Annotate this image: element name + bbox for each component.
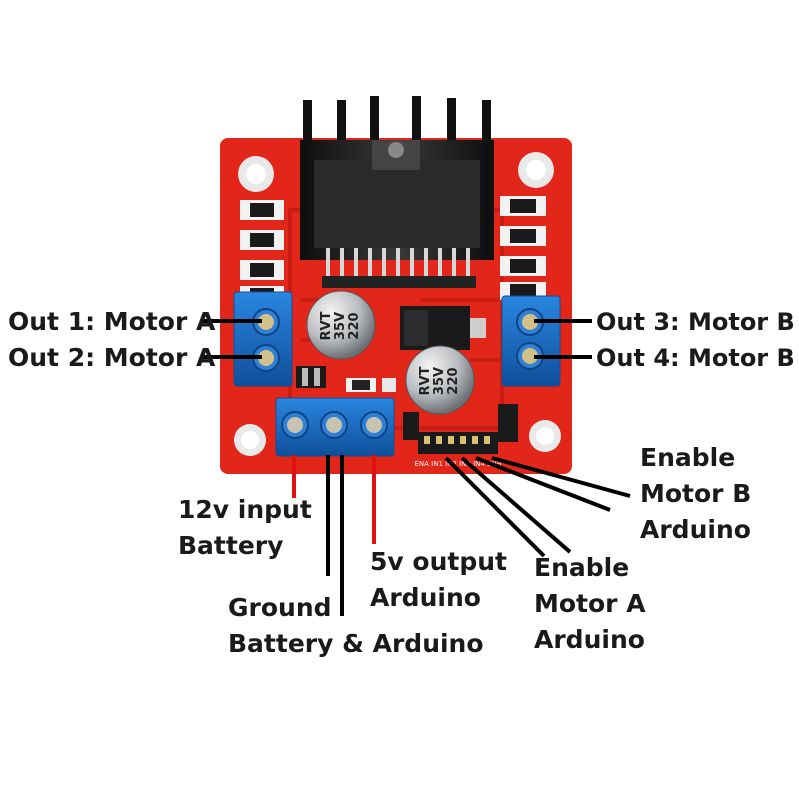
label-out2: Out 2: Motor A (8, 343, 216, 372)
heatsink (300, 96, 494, 260)
voltage-regulator (400, 306, 486, 350)
label-ground: Ground Battery & Arduino (228, 590, 484, 662)
label-12v-line-2: Battery (178, 531, 284, 560)
label-enable-b-line-3: Arduino (640, 515, 751, 544)
label-12v-input: 12v input Battery (178, 492, 312, 564)
label-12v-line-1: 12v input (178, 495, 312, 524)
leader-enable-a-2 (460, 456, 572, 554)
leader-lines (202, 319, 631, 616)
label-ground-line-2: Battery & Arduino (228, 629, 484, 658)
label-enable-a-line-1: Enable (534, 553, 630, 582)
capacitor-1-text-3: RVT (319, 311, 334, 340)
diodes-right (500, 196, 546, 300)
leader-enable-a-1 (444, 456, 546, 558)
smd-components (296, 366, 518, 442)
label-5v-line-1: 5v output (370, 547, 507, 576)
capacitor-1-text-1: 220 (347, 312, 362, 339)
chip-leg-footer (322, 276, 476, 288)
terminal-block-power (275, 397, 395, 457)
leader-enable-b-2 (491, 456, 631, 498)
capacitor-1: 220 35V RVT (306, 290, 376, 360)
terminal-block-motor-a (233, 291, 293, 387)
capacitor-2-text-3: RVT (418, 366, 433, 395)
label-5v-line-2: Arduino (370, 583, 481, 612)
label-enable-b-line-1: Enable (640, 443, 736, 472)
label-out1: Out 1: Motor A (8, 307, 216, 336)
leader-enable-b-1 (475, 456, 611, 512)
capacitor-2-text-1: 220 (446, 367, 461, 394)
capacitor-2-text-2: 35V (432, 367, 447, 395)
mounting-holes (234, 152, 561, 456)
label-enable-b: Enable Motor B Arduino (640, 440, 751, 548)
label-out3: Out 3: Motor B (596, 308, 795, 336)
label-enable-a-line-2: Motor A (534, 589, 646, 618)
label-enable-b-line-2: Motor B (640, 479, 752, 508)
label-ground-line-1: Ground (228, 593, 332, 622)
capacitor-1-text-2: 35V (333, 312, 348, 340)
control-header (418, 432, 498, 454)
label-5v-output: 5v output Arduino (370, 544, 507, 616)
label-out4: Out 4: Motor B (596, 344, 795, 372)
terminal-block-motor-b (501, 295, 561, 387)
header-silkscreen: ENA IN1 IN2 IN3 IN4 ENB (414, 460, 501, 468)
leader-lines-red (292, 455, 376, 544)
capacitor-2: 220 35V RVT (405, 345, 475, 415)
label-enable-a: Enable Motor A Arduino (534, 550, 646, 658)
label-enable-a-line-3: Arduino (534, 625, 645, 654)
